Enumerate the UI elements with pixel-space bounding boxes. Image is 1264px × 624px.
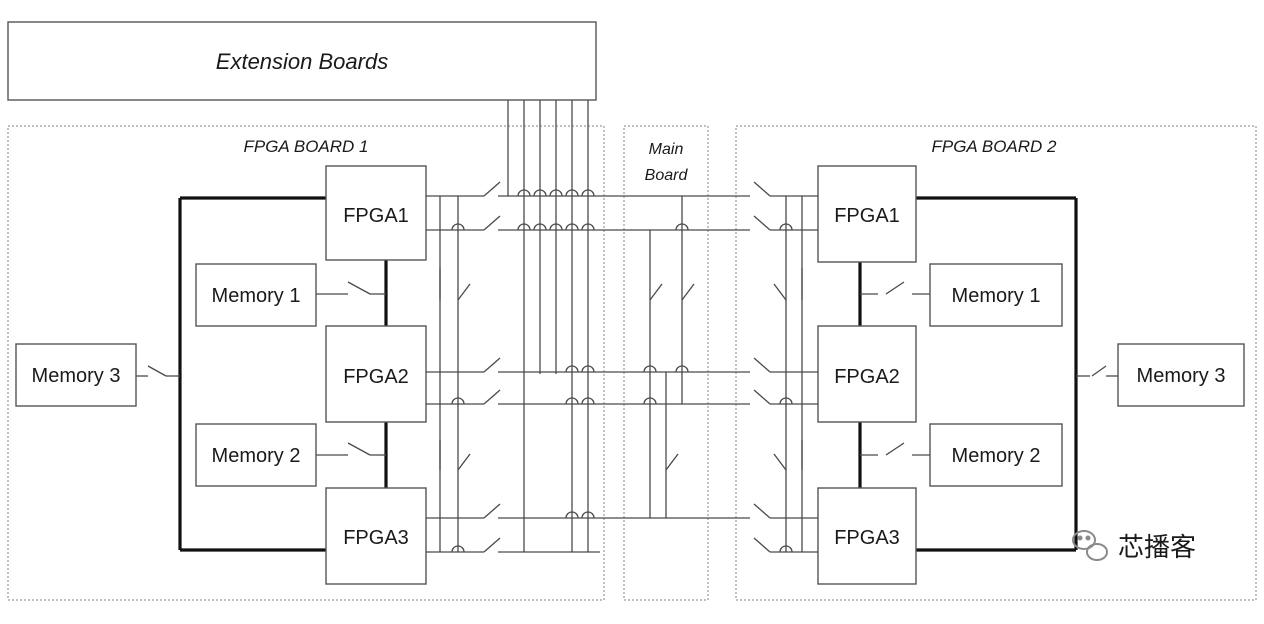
board2-fpga2-label: FPGA2 bbox=[834, 366, 900, 388]
wechat-icon bbox=[1072, 530, 1108, 561]
fpga-board-1-title: FPGA BOARD 1 bbox=[243, 137, 368, 156]
board2-fpga3-label: FPGA3 bbox=[834, 527, 900, 549]
board-2-memory-bus bbox=[858, 196, 1118, 552]
extension-bus bbox=[507, 100, 589, 552]
board2-fpga1-box bbox=[817, 165, 917, 263]
main-board-region bbox=[623, 125, 709, 601]
watermark: 芯播客 bbox=[1072, 530, 1196, 562]
extension-boards-label: Extension Boards bbox=[216, 49, 388, 74]
extension-boards-box bbox=[7, 21, 597, 101]
board1-fpga3-label: FPGA3 bbox=[343, 527, 409, 549]
board1-fpga2-box bbox=[325, 325, 427, 423]
board2-memory-3-label: Memory 3 bbox=[1137, 365, 1226, 387]
board2-memory-2-label: Memory 2 bbox=[952, 445, 1041, 467]
main-board-interconnect bbox=[643, 196, 695, 518]
board2-memory-1-box bbox=[929, 263, 1063, 327]
board2-memory-1-label: Memory 1 bbox=[952, 285, 1041, 307]
fpga-board-1-region bbox=[7, 125, 605, 601]
board1-fpga3-box bbox=[325, 487, 427, 585]
fpga-board-2-region bbox=[735, 125, 1257, 601]
board-1-interconnect bbox=[426, 181, 750, 553]
board2-fpga2-box bbox=[817, 325, 917, 423]
board2-memory-3-box bbox=[1117, 343, 1245, 407]
board1-memory-2-label: Memory 2 bbox=[212, 445, 301, 467]
board2-fpga1-label: FPGA1 bbox=[834, 205, 900, 227]
board1-memory-3-label: Memory 3 bbox=[32, 365, 121, 387]
board1-fpga1-box bbox=[325, 165, 427, 261]
watermark-text: 芯播客 bbox=[1118, 532, 1196, 562]
board-2-interconnect bbox=[753, 181, 818, 553]
board-1-memory-bus bbox=[136, 196, 388, 552]
board1-memory-1-box bbox=[195, 263, 317, 327]
board1-memory-1-label: Memory 1 bbox=[212, 285, 301, 307]
board1-memory-3-box bbox=[15, 343, 137, 407]
board1-memory-2-box bbox=[195, 423, 317, 487]
main-board-title-line1: Main bbox=[649, 141, 684, 158]
main-board-title-line2: Board bbox=[645, 167, 689, 184]
board1-fpga1-label: FPGA1 bbox=[343, 205, 409, 227]
board1-fpga2-label: FPGA2 bbox=[343, 366, 409, 388]
board2-fpga3-box bbox=[817, 487, 917, 585]
fpga-board-2-title: FPGA BOARD 2 bbox=[931, 137, 1057, 156]
board2-memory-2-box bbox=[929, 423, 1063, 487]
